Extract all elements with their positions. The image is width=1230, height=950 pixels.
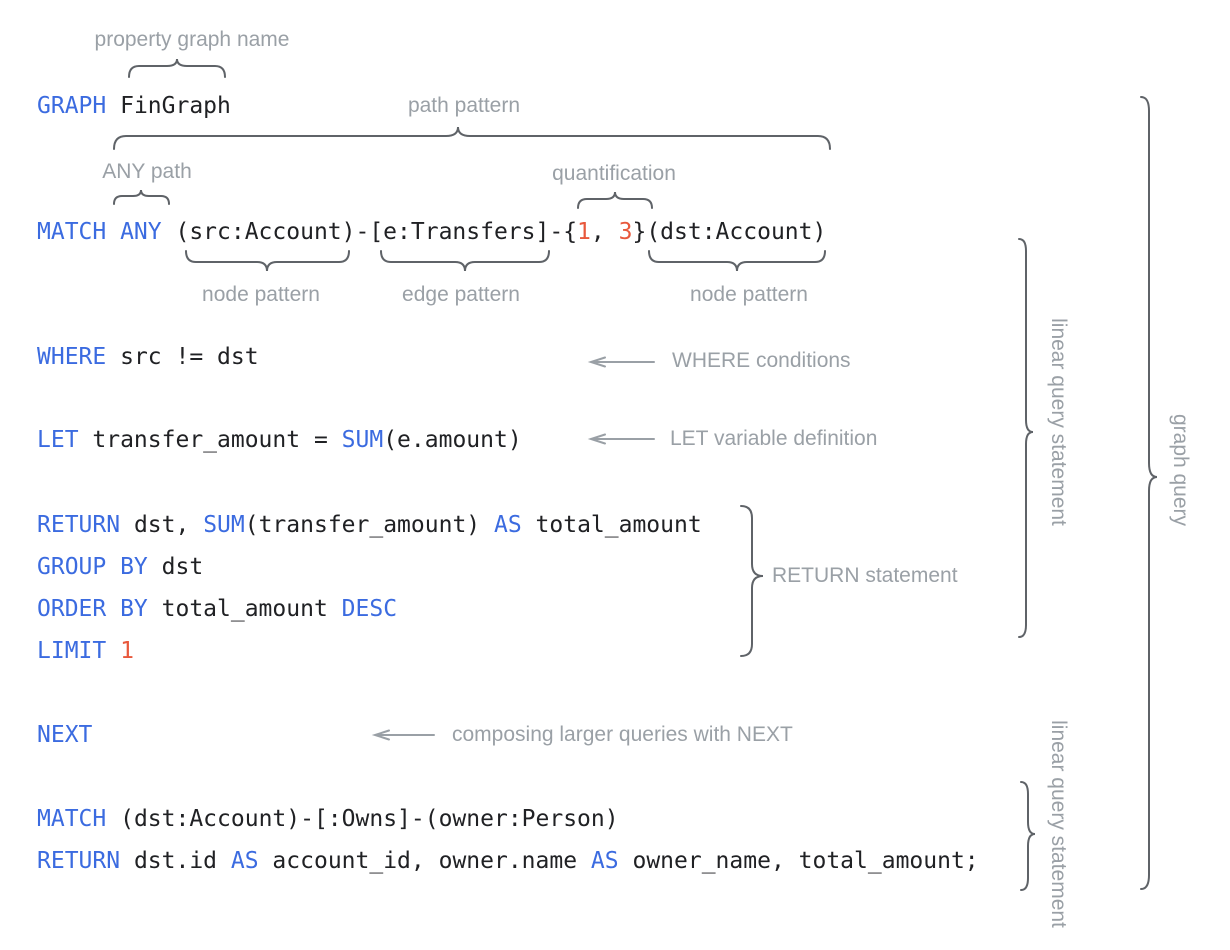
label-edge-pattern: edge pattern [402, 283, 520, 306]
label-property-graph-name: property graph name [94, 28, 290, 51]
label-graph-query: graph query [1169, 413, 1192, 527]
return-statement-brace [740, 505, 764, 657]
label-let-variable-definition: LET variable definition [670, 427, 878, 450]
label-node-pattern-1: node pattern [202, 283, 320, 306]
code-line-match-2: MATCH (dst:Account)-[:Owns]-(owner:Perso… [37, 806, 619, 832]
linear-query-statement-brace-2 [1020, 781, 1036, 891]
code-line-graph: GRAPH FinGraph [37, 93, 231, 119]
node-pattern-underbrace-1 [185, 250, 350, 272]
code-line-let: LET transfer_amount = SUM(e.amount) [37, 427, 522, 453]
label-return-statement: RETURN statement [772, 564, 958, 587]
node-pattern-underbrace-2 [648, 250, 826, 272]
label-where-conditions: WHERE conditions [672, 349, 851, 372]
code-line-group-by: GROUP BY dst [37, 554, 204, 580]
label-linear-query-statement-2: linear query statement [1047, 720, 1070, 928]
edge-pattern-underbrace [380, 250, 550, 272]
label-path-pattern: path pattern [407, 94, 521, 117]
label-node-pattern-2: node pattern [690, 283, 808, 306]
let-definition-arrow-icon [586, 433, 656, 445]
label-quantification: quantification [552, 162, 676, 185]
any-path-overbrace [113, 189, 170, 205]
code-line-where: WHERE src != dst [37, 344, 259, 370]
code-line-return: RETURN dst, SUM(transfer_amount) AS tota… [37, 512, 702, 538]
linear-query-statement-brace-1 [1018, 238, 1034, 638]
code-line-return-2: RETURN dst.id AS account_id, owner.name … [37, 848, 979, 874]
code-line-limit: LIMIT 1 [37, 638, 134, 664]
label-any-path: ANY path [102, 160, 192, 183]
label-linear-query-statement-1: linear query statement [1047, 318, 1070, 526]
code-line-next: NEXT [37, 722, 93, 748]
path-pattern-overbrace [113, 126, 831, 150]
label-composing-next: composing larger queries with NEXT [452, 723, 793, 746]
code-line-order-by: ORDER BY total_amount DESC [37, 596, 398, 622]
where-conditions-arrow-icon [586, 356, 656, 368]
code-line-match: MATCH ANY (src:Account)-[e:Transfers]-{1… [37, 219, 827, 245]
next-composition-arrow-icon [370, 729, 436, 741]
fingraph-overbrace [128, 58, 226, 78]
quantification-overbrace [577, 191, 653, 209]
graph-query-brace [1140, 96, 1158, 890]
